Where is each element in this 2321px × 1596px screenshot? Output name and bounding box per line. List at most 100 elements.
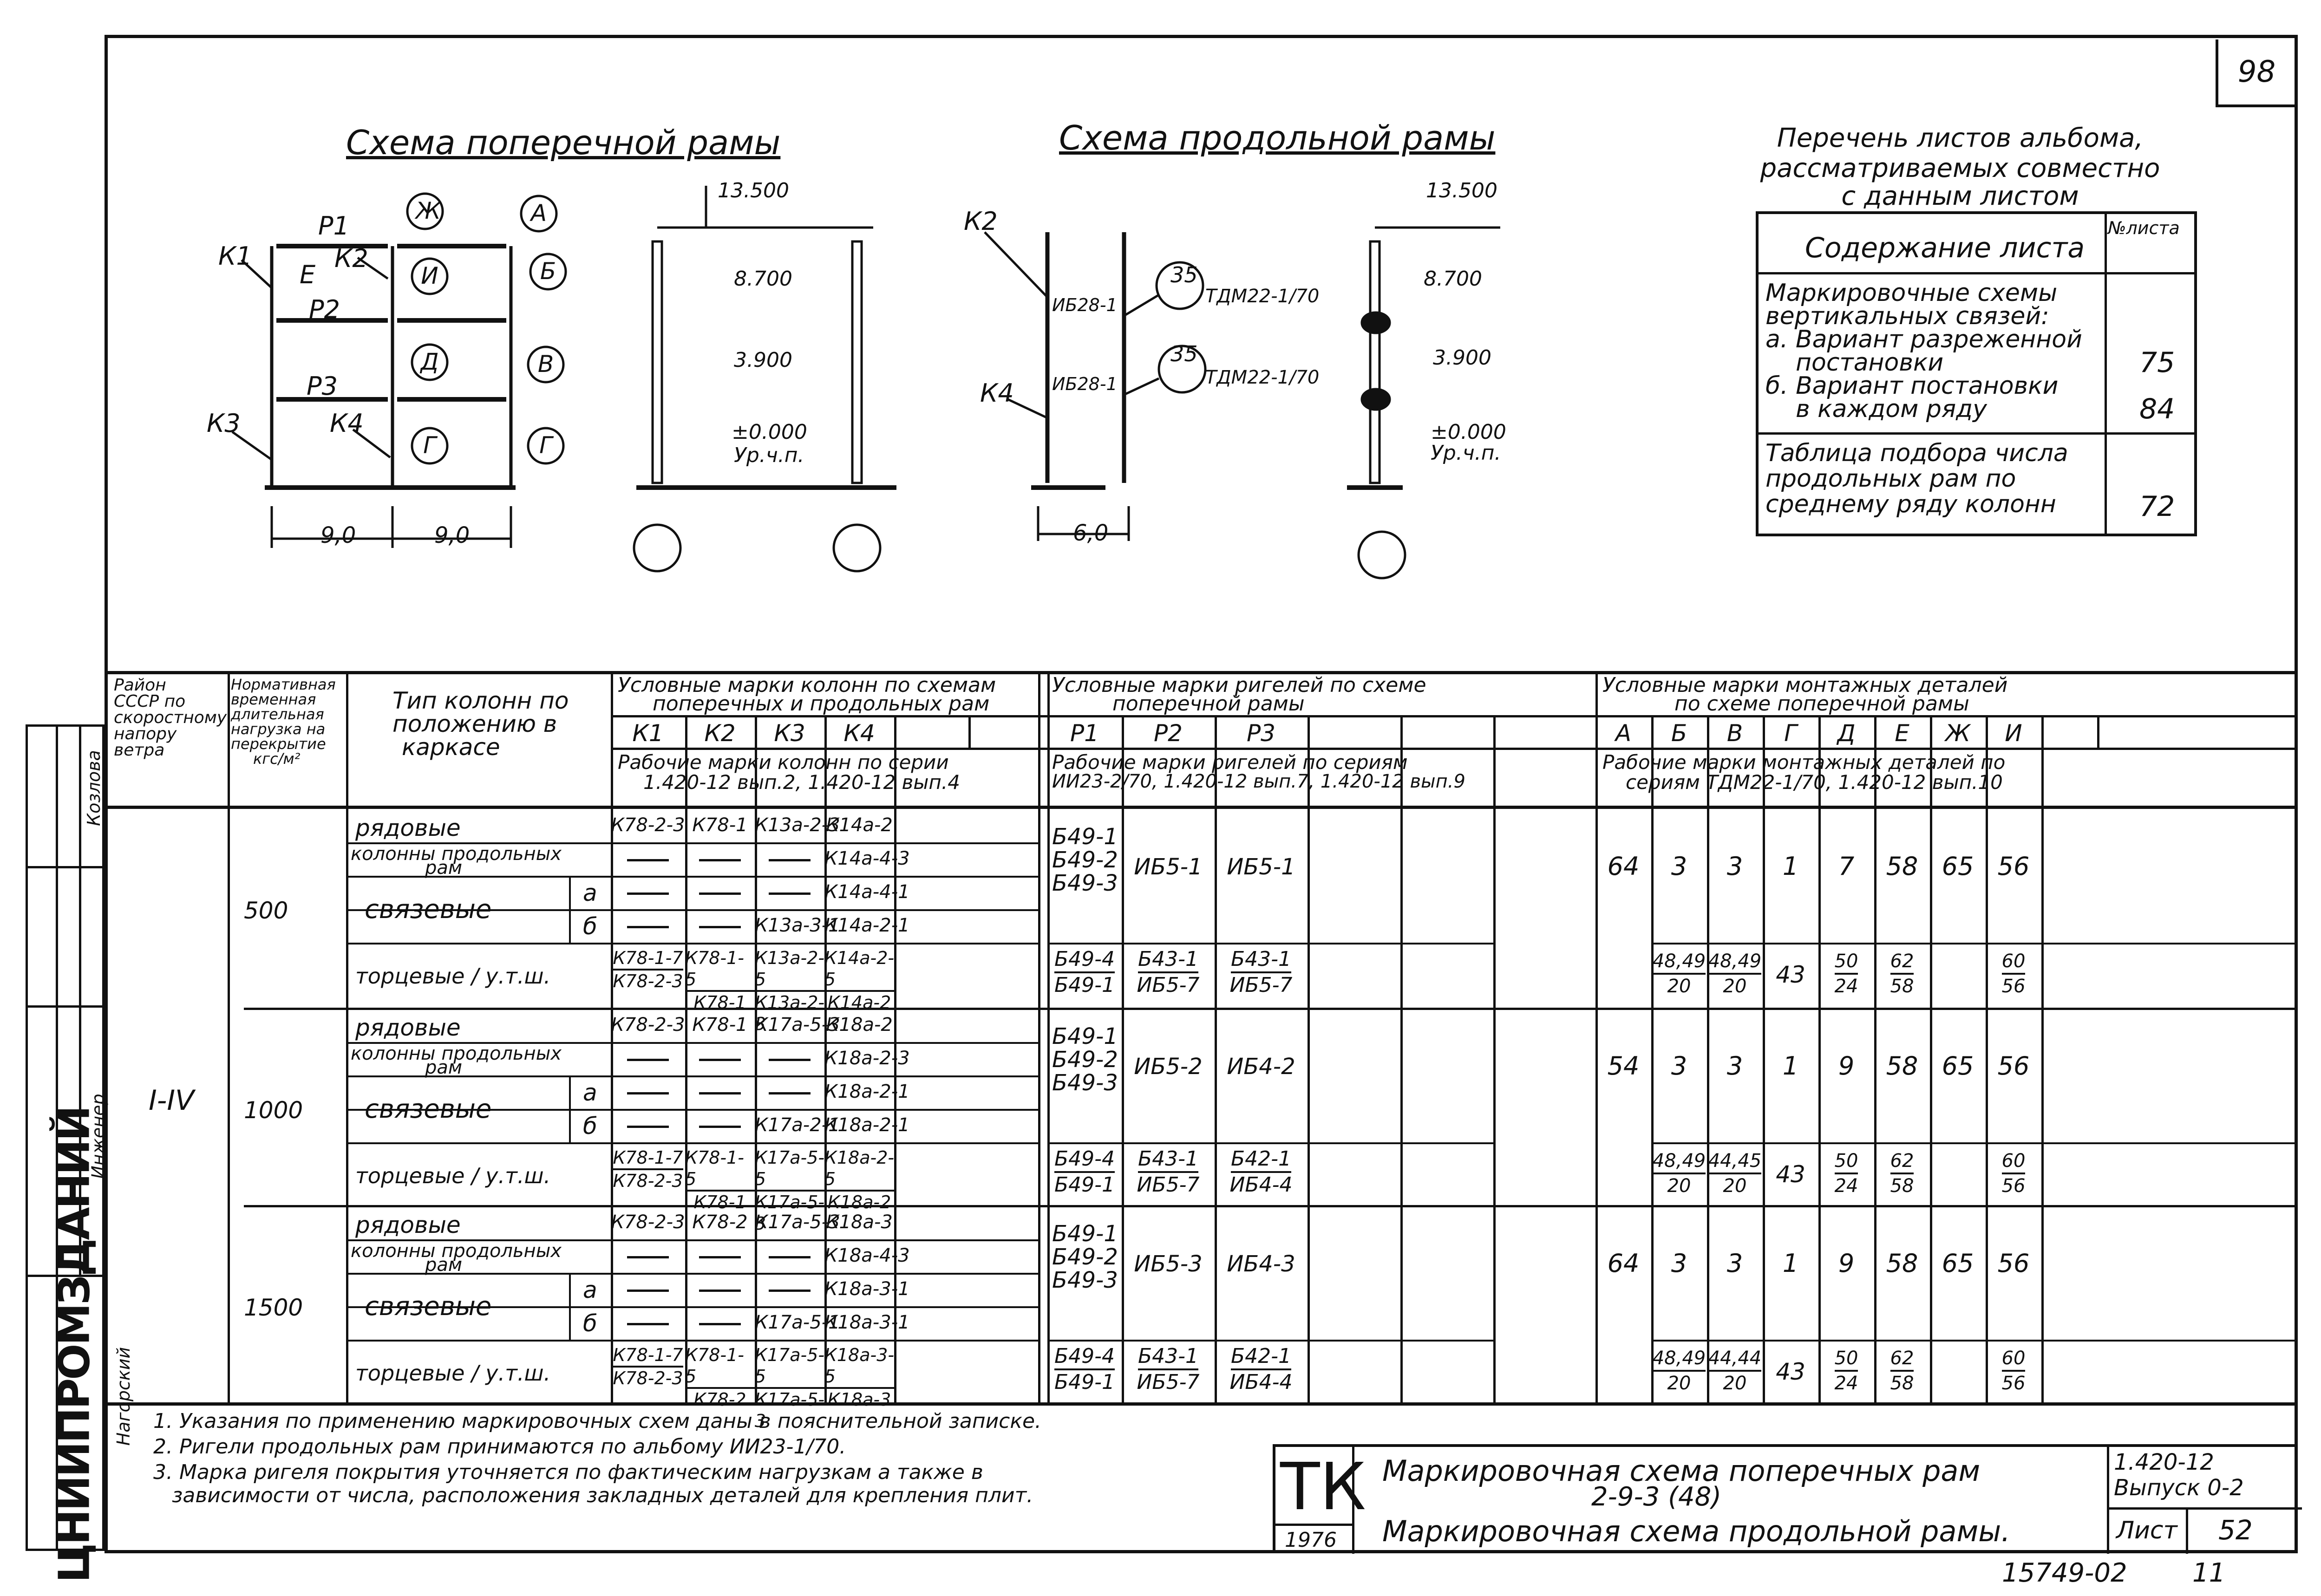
dash-mark	[769, 859, 811, 861]
h-det-marks-1: Условные марки монтажных деталей	[1602, 673, 2008, 697]
type-long-2: рам	[425, 1254, 463, 1276]
circle-g2: Г	[539, 432, 552, 459]
rigel-end-top: Б43-1	[1230, 947, 1292, 973]
dash-mark	[627, 1092, 669, 1094]
end-mark-bottom: К18а-3	[827, 1389, 891, 1410]
detail-mark: 54	[1607, 1051, 1640, 1081]
label-e: Е	[300, 260, 316, 289]
column-mark: К18а-4-3	[824, 1245, 910, 1266]
h-type-3: каркасе	[402, 734, 500, 761]
detail-end-bottom: 56	[2001, 976, 2026, 997]
dash-mark	[769, 1256, 811, 1258]
detail-end-bottom: 20	[1723, 1373, 1747, 1394]
detail-end-top: 62	[1890, 1149, 1914, 1174]
rigel-end-bottom: ИБ5-7	[1137, 973, 1200, 997]
rigel-end-top: Б49-4	[1054, 1147, 1115, 1173]
end-mark-bottom: К17а-5-3	[754, 1192, 825, 1234]
h-rig-marks-1: Условные марки ригелей по схеме	[1052, 673, 1426, 697]
det-head-zh: Ж	[1945, 720, 1970, 747]
detail-end-top: 48,49	[1652, 1347, 1706, 1372]
detail-mark: 64	[1607, 1249, 1640, 1278]
column-mark: К18а-3-1	[824, 1312, 910, 1333]
detail-end-bottom: 20	[1723, 976, 1747, 997]
detail-end-top: 62	[1890, 1347, 1914, 1372]
series-2: ТДМ22-1/70	[1205, 367, 1320, 388]
rigel-end-top: Б43-1	[1138, 947, 1199, 973]
dash-mark	[769, 892, 811, 895]
dash-mark	[699, 926, 741, 928]
detail-end-bottom: 20	[1667, 1373, 1691, 1394]
end-mark-top: К18а-2-5	[824, 1147, 895, 1192]
stamp-title-3: Маркировочная схема продольной рамы.	[1382, 1514, 2010, 1548]
detail-mark: 3	[1671, 1051, 1687, 1081]
type-row: рядовые	[355, 1212, 461, 1238]
load-value: 1500	[244, 1294, 303, 1321]
end-mark-bottom: К78-1	[693, 992, 746, 1013]
circle-g1: Г	[423, 432, 436, 459]
detail-mark: 3	[1671, 852, 1687, 881]
list-no-84: 84	[2139, 393, 2175, 425]
rigel-p1: Б49-3	[1052, 1070, 1118, 1096]
dash-mark	[627, 1126, 669, 1128]
detail-mark: 1	[1782, 852, 1799, 881]
rigel-end-bottom: ИБ4-4	[1229, 1370, 1293, 1394]
h-region-1: Район	[114, 676, 166, 695]
end-mark-top: К18а-3-5	[824, 1344, 895, 1389]
note-4: зависимости от числа, расположения закла…	[172, 1484, 1033, 1507]
region-value: I-IV	[149, 1084, 195, 1117]
circle-b: Б	[540, 258, 556, 285]
dash-mark	[627, 892, 669, 895]
detail-end-bottom: 58	[1890, 1373, 1914, 1394]
column-mark: К18а-2-1	[824, 1081, 910, 1102]
column-mark: К18а-3	[826, 1212, 893, 1233]
detail-mark: 58	[1886, 1051, 1918, 1081]
dash-mark	[699, 1323, 741, 1325]
circle-num-1: 35	[1170, 262, 1198, 287]
elev-13500-b: 13.500	[1426, 179, 1497, 202]
type-b: б	[583, 1310, 597, 1337]
detail-end-bottom: 24	[1834, 1175, 1858, 1197]
rigel-p1: Б49-1	[1052, 824, 1118, 850]
rigel-p3: ИБ4-2	[1227, 1054, 1295, 1080]
list-row2-l2: продольных рам по	[1765, 465, 2016, 493]
det-head-i: И	[2005, 720, 2022, 747]
end-mark-bottom: К18а-2	[827, 1192, 891, 1212]
dash-mark	[699, 1126, 741, 1128]
elev-13500-a: 13.500	[718, 179, 789, 202]
sheet-number: 98	[2216, 39, 2295, 107]
dash-mark	[627, 1059, 669, 1061]
list-row1-l6: в каждом ряду	[1796, 395, 1987, 423]
circle-i: И	[421, 262, 438, 289]
h-type-2: положению в	[392, 710, 557, 737]
column-mark: К18а-2-3	[824, 1048, 910, 1069]
rigel-end-top: Б42-1	[1230, 1147, 1292, 1173]
detail-mark: 56	[1997, 1051, 2030, 1081]
h-load-2: временная	[231, 691, 316, 708]
stamp-issue: Выпуск 0-2	[2114, 1475, 2244, 1501]
column-mark: К78-2-3	[611, 1212, 685, 1233]
detail-mark: 65	[1942, 1249, 1974, 1278]
list-no-75: 75	[2139, 346, 2175, 379]
column-mark: К14а-2	[826, 814, 893, 836]
type-row: рядовые	[355, 814, 461, 841]
h-region-3: скоростному	[114, 708, 227, 727]
type-end: торцевые / у.т.ш.	[355, 964, 551, 989]
dash-mark	[769, 1290, 811, 1292]
detail-mark: 3	[1726, 1051, 1743, 1081]
rigel-p1: Б49-3	[1052, 1267, 1118, 1293]
detail-end-top: 48,49	[1708, 950, 1762, 975]
rigel-end-top: Б42-1	[1230, 1344, 1292, 1370]
